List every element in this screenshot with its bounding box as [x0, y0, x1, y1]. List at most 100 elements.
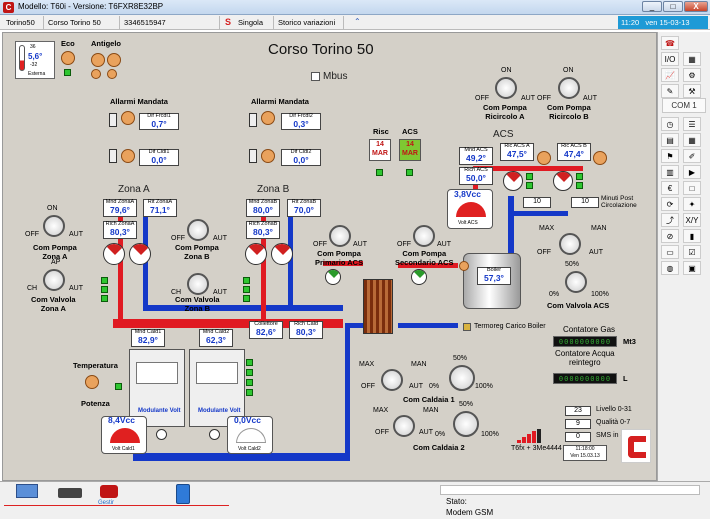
pump-a2-icon[interactable] [129, 243, 151, 265]
alarm-b1-icon[interactable] [261, 111, 275, 125]
info-bar: Torino50 Corso Torino 50 3346515947 S Si… [0, 15, 710, 30]
window-icon[interactable]: □ [683, 181, 701, 195]
bar-icon[interactable]: ▮ [683, 229, 701, 243]
valve-b-selector[interactable] [187, 273, 209, 295]
alarm-a1-icon[interactable] [121, 111, 135, 125]
antigelo-switch-1[interactable] [91, 53, 105, 67]
pump-b1-icon[interactable] [245, 243, 267, 265]
currency-icon[interactable]: € [661, 181, 679, 195]
save-icon[interactable]: ▣ [683, 261, 701, 275]
termoreg-icon[interactable] [463, 323, 471, 331]
pump-primary-icon[interactable] [325, 269, 341, 285]
valve-a-selector[interactable] [43, 269, 65, 291]
globe-icon[interactable]: ◍ [661, 261, 679, 275]
caldaia2-percent-knob[interactable] [453, 411, 479, 437]
temperatura-switch[interactable] [85, 375, 99, 389]
eco-switch[interactable] [61, 51, 75, 65]
boiler-2[interactable]: Modulante Volt [189, 349, 245, 427]
handheld-icon[interactable] [176, 484, 190, 504]
ricirc-a-selector[interactable] [495, 77, 517, 99]
table-icon[interactable]: ▥ [661, 165, 679, 179]
pump-b-selector[interactable] [187, 219, 209, 241]
pump-a1-icon[interactable] [103, 243, 125, 265]
ricirc-b-selector[interactable] [558, 77, 580, 99]
chevron-up-icon[interactable]: ⌃ [354, 17, 361, 26]
postcirc-b-input[interactable]: 10 [571, 197, 599, 208]
minimize-button[interactable]: _ [642, 1, 662, 12]
settings-icon[interactable]: ⚙ [683, 68, 701, 82]
stop-icon[interactable]: ⊘ [661, 229, 679, 243]
list-icon[interactable]: ☰ [683, 117, 701, 131]
caldaia2-mode-selector[interactable] [393, 415, 415, 437]
xy-icon[interactable]: X/Y [683, 213, 701, 227]
com-button[interactable]: COM 1 [662, 98, 706, 113]
computer-icon[interactable] [16, 484, 38, 498]
alarm-ricirc-b[interactable] [593, 151, 607, 165]
flag-icon[interactable]: ⚑ [661, 149, 679, 163]
postcirc-a-input[interactable]: 10 [523, 197, 551, 208]
pump-ricirc-b-icon[interactable] [553, 171, 573, 191]
pen-icon[interactable]: ✐ [683, 149, 701, 163]
check-icon[interactable]: ☑ [683, 245, 701, 259]
play-icon[interactable]: ▶ [683, 165, 701, 179]
boiler-1[interactable]: Modulante Volt [129, 349, 185, 427]
grid-icon[interactable]: ▦ [683, 133, 701, 147]
calendar-icon[interactable]: ▤ [661, 133, 679, 147]
volt-acs-label: Volt ACS [458, 220, 478, 226]
mbus-icon[interactable] [311, 72, 320, 81]
boiler-alarm[interactable] [459, 261, 469, 271]
acs-valve-percent-knob[interactable] [565, 271, 587, 293]
pump-a-selector[interactable] [43, 215, 65, 237]
io-icon[interactable]: I/O [661, 52, 679, 66]
volt-cald1-value: 8,4Vcc [108, 415, 135, 425]
edit-icon[interactable]: ✎ [661, 84, 679, 98]
gas-counter-label: Contatore Gas [563, 325, 616, 334]
gsm-phone-icon[interactable] [100, 485, 118, 498]
datetime-badge: 11:20 ven 15-03-13 [618, 16, 708, 29]
primary-acs-selector[interactable] [329, 225, 351, 247]
temp-max: 36 [30, 44, 36, 50]
off-label: OFF [397, 241, 411, 248]
caldaia1-mode-selector[interactable] [381, 369, 403, 391]
secondary-acs-selector[interactable] [413, 225, 435, 247]
tools-icon[interactable]: ⚒ [683, 84, 701, 98]
pipe-blue-main [143, 305, 343, 311]
acs-valve-mode-selector[interactable] [559, 233, 581, 255]
alarm-b2-icon[interactable] [261, 149, 275, 163]
maximize-button[interactable]: □ [663, 1, 683, 12]
alarm-a2-icon[interactable] [121, 149, 135, 163]
antigelo-switch-3[interactable] [91, 69, 101, 79]
close-button[interactable]: X [684, 1, 708, 12]
valve-b-label: Com Valvola Zona B [175, 295, 220, 313]
doc-icon[interactable]: ▭ [661, 245, 679, 259]
termoreg-label[interactable]: Termoreg Carico Boiler [474, 323, 546, 330]
aut-label: AUT [409, 383, 423, 390]
modem-icon[interactable] [58, 488, 82, 498]
pipe-red-acs-top [473, 166, 583, 171]
refresh-icon[interactable]: ⟳ [661, 197, 679, 211]
outdoor-thermometer[interactable]: 36 5,6° -32 Esterna [15, 41, 55, 79]
clock-icon[interactable]: ◷ [661, 117, 679, 131]
alarm-a-label: Allarmi Mandata [110, 97, 168, 106]
alarm-b-label: Allarmi Mandata [251, 97, 309, 106]
pump-ricirc-a-icon[interactable] [503, 171, 523, 191]
pump-b2-icon[interactable] [271, 243, 293, 265]
volt-acs-value: 3,8Vcc [454, 189, 481, 199]
phone-icon[interactable]: ☎ [661, 36, 679, 50]
antigelo-switch-4[interactable] [107, 69, 117, 79]
history-link[interactable]: Storico variazioni [274, 16, 344, 29]
pump-secondary-icon[interactable] [411, 269, 427, 285]
caldaia1-percent-knob[interactable] [449, 365, 475, 391]
water-unit: L [623, 374, 628, 383]
chart-icon[interactable]: 📈 [661, 68, 679, 82]
trend-icon[interactable]: ⤴ [661, 213, 679, 227]
mode-label[interactable]: Singola [234, 16, 274, 29]
off-label: OFF [313, 241, 327, 248]
alarm-ricirc-a[interactable] [537, 151, 551, 165]
antigelo-switch-2[interactable] [107, 53, 121, 67]
tab-icon[interactable]: ▦ [683, 52, 701, 66]
mbus-label[interactable]: Mbus [323, 71, 348, 82]
bulb-icon[interactable]: ✦ [683, 197, 701, 211]
